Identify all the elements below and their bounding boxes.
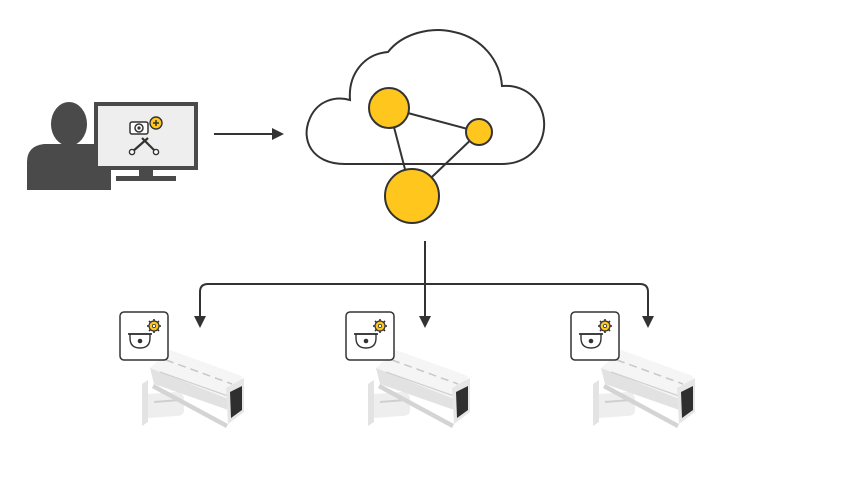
monitor-icon bbox=[94, 102, 198, 181]
camera-2 bbox=[345, 311, 471, 429]
camera-1 bbox=[119, 311, 245, 429]
network-node-medium bbox=[368, 87, 410, 129]
operator-workstation bbox=[27, 102, 198, 190]
dome-camera-gear-icon bbox=[119, 311, 169, 361]
person-silhouette-icon bbox=[27, 102, 111, 190]
bullet-camera-icon bbox=[592, 349, 696, 429]
network-node-large bbox=[384, 168, 440, 224]
bullet-camera-icon bbox=[367, 349, 471, 429]
distribution-arrows bbox=[194, 241, 654, 328]
bullet-camera-icon bbox=[141, 349, 245, 429]
dome-camera-gear-icon bbox=[570, 311, 620, 361]
dome-camera-gear-icon bbox=[345, 311, 395, 361]
camera-3 bbox=[570, 311, 696, 429]
camera-config-tool-icon bbox=[128, 116, 163, 156]
network-nodes-icon bbox=[368, 87, 493, 224]
cloud-icon bbox=[305, 29, 546, 165]
network-node-small bbox=[465, 118, 493, 146]
